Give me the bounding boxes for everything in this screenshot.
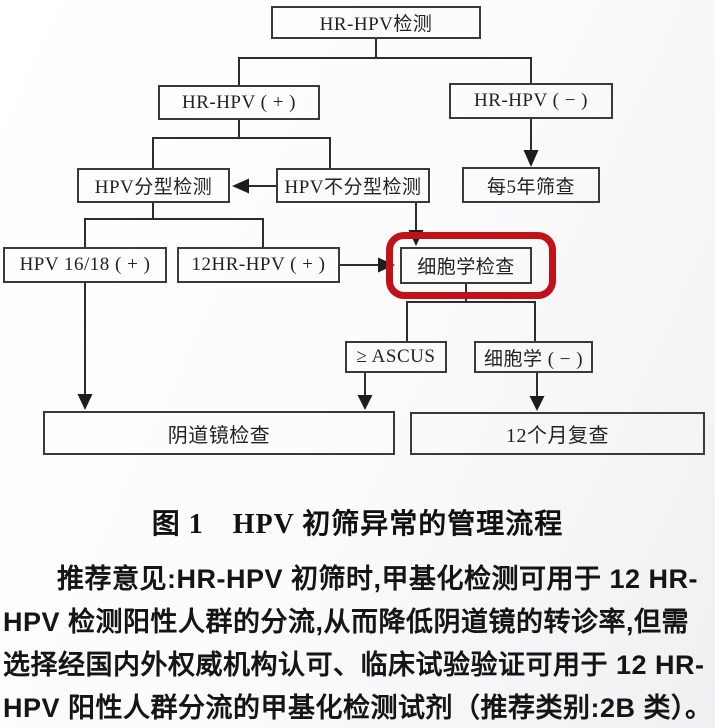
node-screen-every-5-years: 每5年筛查: [462, 167, 600, 203]
arrowhead-down-icon: [529, 396, 545, 411]
node-cytology-negative: 细胞学 ( − ): [474, 341, 593, 373]
node-ascus: ≥ ASCUS: [345, 341, 447, 373]
node-hr-hpv-positive: HR-HPV ( + ): [158, 85, 320, 120]
node-hpv-typing-test: HPV分型检测: [77, 168, 230, 203]
arrowhead-left-icon: [232, 178, 249, 194]
arrowhead-down-icon: [357, 395, 373, 410]
paragraph-line-2: HPV 检测阳性人群的分流,从而降低阴道镜的转诊率,但需: [3, 607, 690, 637]
edge-typing-split: [84, 203, 264, 247]
figure-caption: 图 1 HPV 初筛异常的管理流程: [151, 509, 564, 540]
highlight-annotation: [386, 232, 556, 299]
recommendation-paragraph: 推荐意见:HR-HPV 初筛时,甲基化检测可用于 12 HR- HPV 检测阳性…: [3, 558, 712, 728]
edge-pos-split: [152, 120, 331, 168]
paragraph-line-4: HPV 阳性人群分流的甲基化检测试剂（推荐类别:2B 类）。: [3, 693, 713, 723]
paragraph-line-3: 选择经国内外权威机构认可、临床试验验证可用于 12 HR-: [3, 650, 705, 680]
paragraph-line-1: 推荐意见:HR-HPV 初筛时,甲基化检测可用于 12 HR-: [57, 564, 699, 594]
node-colposcopy-exam: 阴道镜检查: [43, 411, 395, 455]
node-recheck-12-months: 12个月复查: [410, 412, 705, 455]
node-hpv-16-18-positive: HPV 16/18 ( + ): [3, 247, 167, 283]
node-hr-hpv-test: HR-HPV检测: [271, 6, 481, 39]
arrowhead-down-icon: [523, 150, 539, 167]
node-cytology-exam: 细胞学检查: [400, 247, 532, 284]
arrowhead-down-icon: [77, 394, 93, 410]
edge-test-split: [238, 39, 532, 85]
node-hpv-no-typing-test: HPV不分型检测: [276, 168, 430, 203]
node-12hr-hpv-positive: 12HR-HPV ( + ): [177, 247, 340, 283]
node-hr-hpv-negative: HR-HPV ( − ): [449, 83, 613, 119]
